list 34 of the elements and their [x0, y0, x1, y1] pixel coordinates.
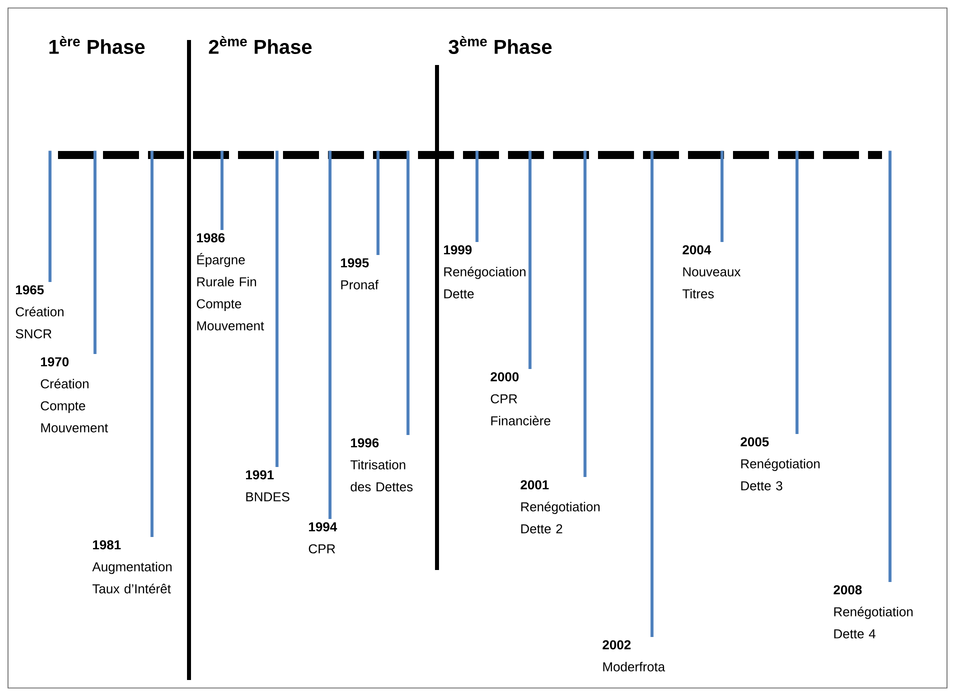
event-label: 1970 Création Compte Mouvement: [40, 357, 108, 432]
timeline-connector: [888, 150, 892, 582]
event-label: 1996 Titrisation des Dettes: [350, 438, 413, 492]
timeline-connector: [328, 150, 332, 519]
timeline-connector: [150, 150, 154, 537]
timeline-connector: [406, 150, 410, 435]
event-label: 2001 Renégotiation Dette 2: [520, 480, 600, 534]
event-label: 2005 Renégotiation Dette 3: [740, 437, 820, 490]
timeline-connector: [48, 150, 52, 282]
timeline-connector: [796, 150, 798, 434]
timeline-connector: [720, 150, 724, 242]
event-label: 1999 Renégociation Dette: [444, 245, 526, 298]
event-label: 1981 Augmentation Taux d’Intérêt: [92, 540, 172, 594]
phase-heading: 1$^{ère}$ Phase: [49, 36, 145, 54]
timeline-connector: [650, 150, 654, 637]
phase-heading: 3$^{ème}$ Phase: [448, 36, 552, 54]
event-label: 1965 Création SNCR: [16, 285, 64, 338]
event-label: 2004 Nouveaux Titres: [682, 245, 741, 298]
timeline-connector: [476, 150, 478, 242]
event-label: 1994 CPR: [308, 522, 338, 554]
timeline-connector: [528, 150, 532, 369]
event-label: 1986 Épargne Rurale Fin Compte Mouvement: [196, 233, 264, 330]
event-label: 2008 Renégotiation Dette 4: [834, 585, 913, 638]
timeline-connector: [94, 150, 96, 354]
event-label: 2000 CPR Financière: [490, 372, 550, 426]
timeline-connector: [276, 150, 278, 467]
event-label: 1995 Pronaf: [341, 258, 379, 290]
timeline-connector: [376, 150, 380, 255]
event-label: 2002 Moderfrota: [602, 640, 666, 672]
phase-heading: 2$^{ème}$ Phase: [208, 36, 312, 54]
timeline-bar: [58, 151, 882, 159]
timeline-connector: [584, 150, 586, 477]
event-label: 1991 BNDES: [246, 470, 290, 502]
timeline-connector: [220, 150, 224, 230]
